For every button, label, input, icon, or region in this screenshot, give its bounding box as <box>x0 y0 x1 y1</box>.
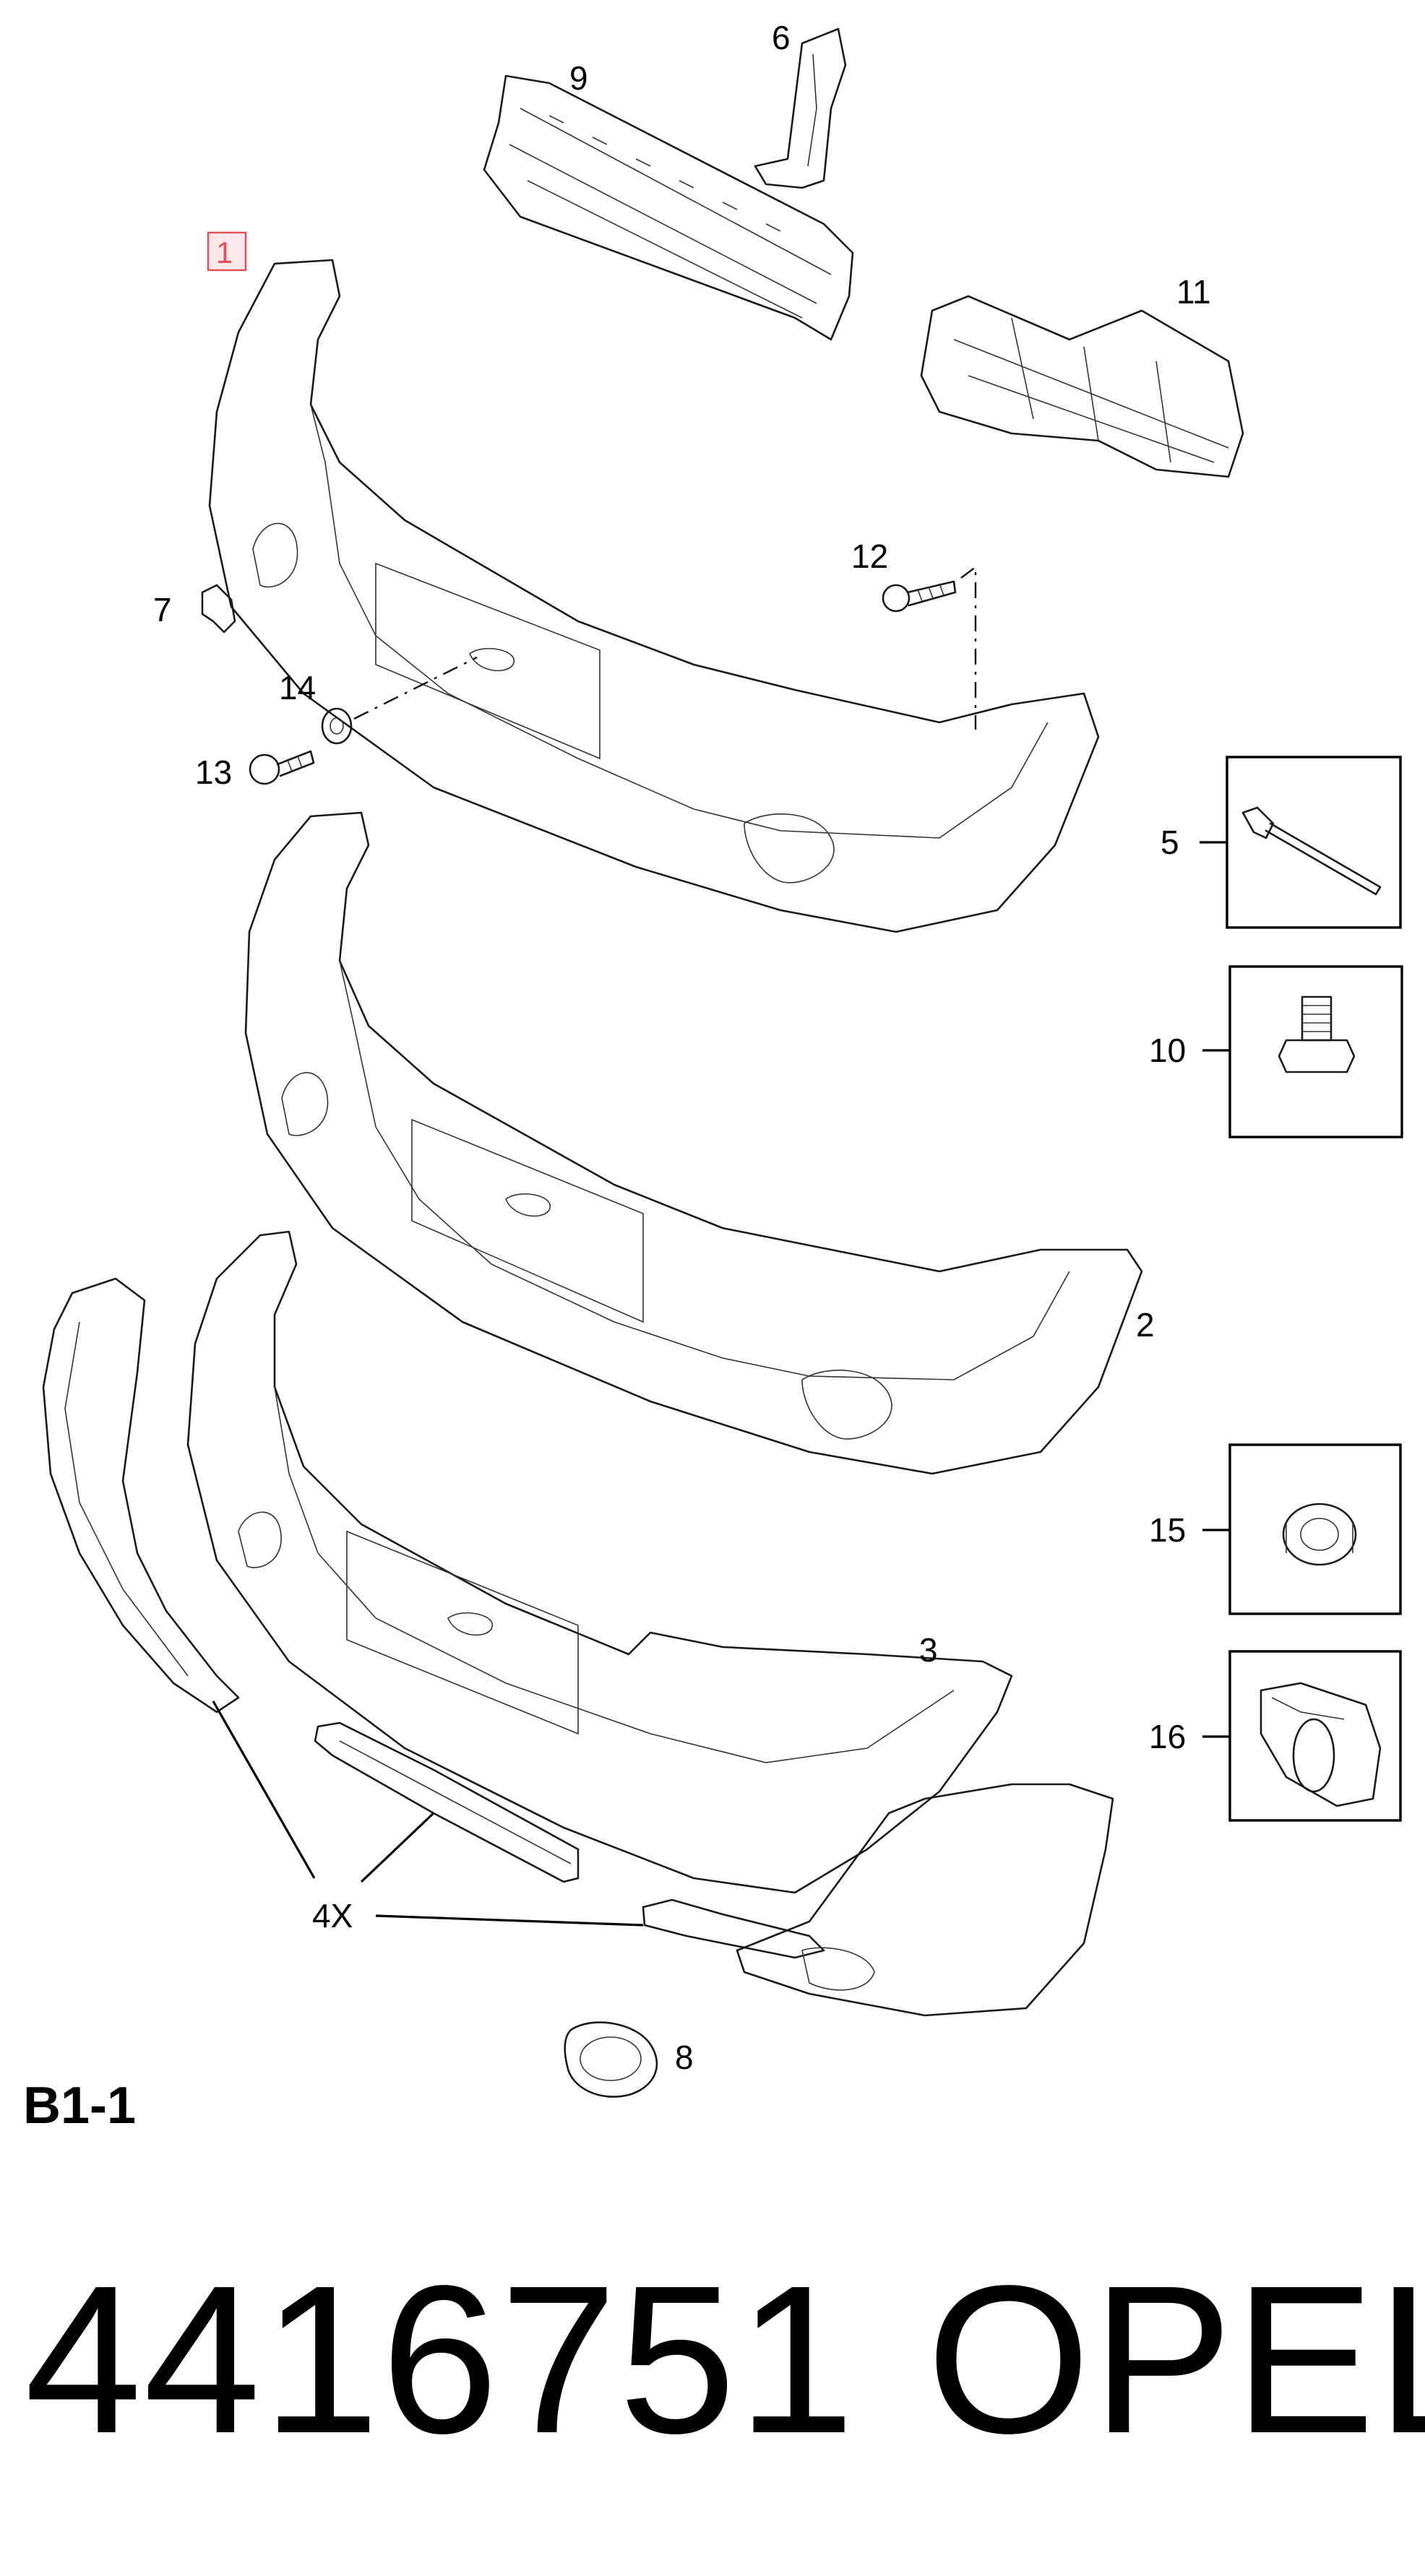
part-6-bracket[interactable] <box>754 27 847 189</box>
section-label: B1-1 <box>23 2077 137 2135</box>
callout-2[interactable]: 2 <box>1136 1306 1155 1344</box>
detail-box-16[interactable] <box>1228 1650 1402 1822</box>
callout-15[interactable]: 15 <box>1149 1511 1186 1549</box>
part-13-bolt[interactable] <box>249 750 315 785</box>
callout-8[interactable]: 8 <box>675 2039 694 2076</box>
part-14-leader <box>353 656 478 720</box>
callout-12[interactable]: 12 <box>851 537 888 575</box>
part-2-bumper-cover[interactable] <box>244 811 1143 1475</box>
detail-box-15[interactable] <box>1228 1443 1402 1615</box>
callout-14[interactable]: 14 <box>279 669 316 706</box>
callout-13[interactable]: 13 <box>195 753 232 791</box>
part-8-fog-lamp-bezel[interactable] <box>564 2021 658 2098</box>
part-4-leader-right <box>375 1914 644 1927</box>
part-4-left-trim[interactable] <box>42 1277 240 1713</box>
part-4-right-trim[interactable] <box>642 1898 825 1959</box>
part-9-reinforcement[interactable] <box>483 74 854 341</box>
part-4-leader-left <box>212 1700 316 1879</box>
part-7-clip[interactable] <box>201 584 236 634</box>
callout-6[interactable]: 6 <box>772 19 791 56</box>
callout-1[interactable]: 1 <box>216 235 233 269</box>
brand-name: OPEL <box>926 2242 1425 2477</box>
part-12-screw[interactable] <box>882 580 957 613</box>
part-11-side-bracket[interactable] <box>920 295 1244 478</box>
part-12-leader <box>960 565 977 730</box>
callout-16[interactable]: 16 <box>1149 1718 1186 1755</box>
callout-9[interactable]: 9 <box>569 59 588 97</box>
callout-3[interactable]: 3 <box>919 1631 938 1669</box>
part-3-bumper-assembly[interactable] <box>186 1230 1114 2017</box>
detail-box-5[interactable] <box>1226 756 1402 929</box>
callout-10[interactable]: 10 <box>1149 1032 1186 1069</box>
callout-7[interactable]: 7 <box>153 591 172 628</box>
part-14-washer[interactable] <box>321 707 353 745</box>
part-4-center-trim[interactable] <box>314 1721 580 1883</box>
part-4-leader-center <box>360 1812 435 1883</box>
part-number: 4416751 <box>25 2242 856 2477</box>
callout-11[interactable]: 11 <box>1176 273 1211 311</box>
part-1-bumper-cover[interactable] <box>208 259 1100 933</box>
detail-box-10[interactable] <box>1228 965 1403 1138</box>
callout-1-highlight-box <box>207 231 247 272</box>
callout-4x[interactable]: 4X <box>312 1897 353 1935</box>
callout-5[interactable]: 5 <box>1161 824 1179 861</box>
